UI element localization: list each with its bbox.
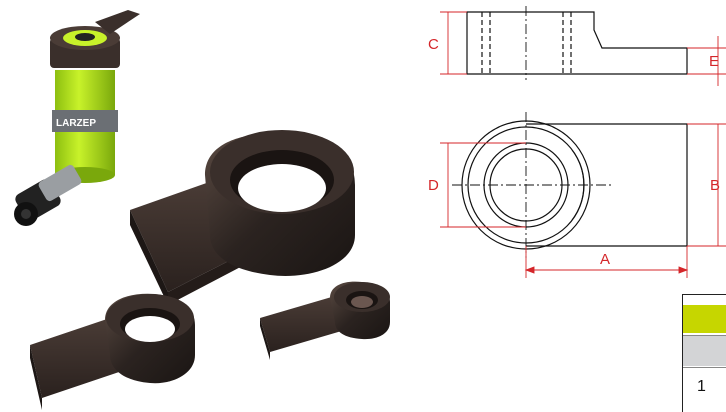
side-view bbox=[466, 6, 688, 80]
spec-table-row: 1 bbox=[683, 367, 726, 412]
spec-table-subheader bbox=[683, 335, 726, 366]
top-view-dimensions bbox=[440, 123, 726, 278]
side-view-dimensions bbox=[440, 11, 726, 86]
spec-table-header bbox=[683, 305, 726, 333]
hose-coupler bbox=[14, 164, 82, 226]
small-adaptor bbox=[260, 281, 390, 360]
dimension-label-e: E bbox=[709, 53, 720, 70]
top-view bbox=[452, 112, 688, 258]
dimension-label-a: A bbox=[600, 251, 611, 268]
spec-table-cell: 1 bbox=[697, 378, 706, 395]
large-adaptor bbox=[130, 130, 355, 305]
cylinder-brand-label: LARZEP bbox=[56, 118, 96, 129]
dimension-label-c: C bbox=[428, 36, 439, 53]
cylinder-band bbox=[52, 110, 118, 132]
medium-adaptor bbox=[30, 293, 195, 410]
technical-drawing bbox=[440, 6, 726, 278]
dimension-label-d: D bbox=[428, 177, 439, 194]
spec-table: 1 bbox=[682, 294, 726, 412]
dimension-label-b: B bbox=[710, 177, 721, 194]
hydraulic-cylinder: LARZEP bbox=[14, 10, 140, 226]
product-photo: LARZEP bbox=[14, 10, 390, 410]
